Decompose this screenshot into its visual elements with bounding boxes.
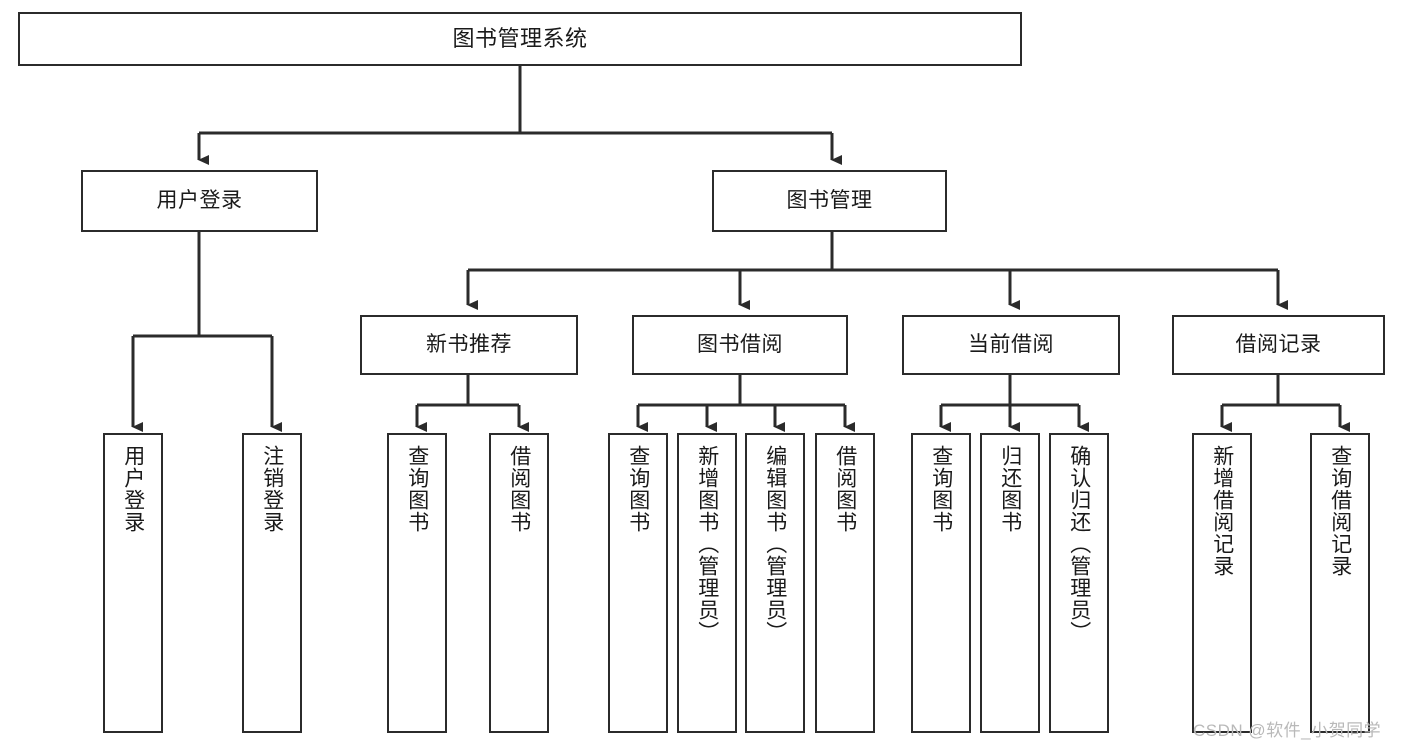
node-label: 查询图书 xyxy=(405,445,429,533)
node-label: 图书管理 xyxy=(786,188,873,212)
node-label: 查询图书 xyxy=(929,445,953,533)
node-label: 借阅图书 xyxy=(507,445,531,533)
node-borrow-record[interactable]: 借阅记录 xyxy=(1172,315,1385,375)
node-root-system[interactable]: 图书管理系统 xyxy=(18,12,1022,66)
leaf-current-borrow-query[interactable]: 查询图书 xyxy=(911,433,971,733)
node-label: 当前借阅 xyxy=(968,332,1054,356)
leaf-current-borrow-confirm-return[interactable]: 确认归还（管理员） xyxy=(1049,433,1109,733)
leaf-borrow-record-add[interactable]: 新增借阅记录 xyxy=(1192,433,1252,733)
node-label: 编辑图书（管理员） xyxy=(763,445,787,643)
node-label: 借阅记录 xyxy=(1235,332,1322,356)
leaf-current-borrow-return[interactable]: 归还图书 xyxy=(980,433,1040,733)
leaf-book-borrow-borrow[interactable]: 借阅图书 xyxy=(815,433,875,733)
node-label: 归还图书 xyxy=(998,445,1022,533)
node-label: 新增借阅记录 xyxy=(1210,445,1234,577)
node-label: 用户登录 xyxy=(156,188,243,212)
node-current-borrow[interactable]: 当前借阅 xyxy=(902,315,1120,375)
node-label: 查询借阅记录 xyxy=(1328,445,1352,577)
node-user-login[interactable]: 用户登录 xyxy=(81,170,318,232)
leaf-book-borrow-add[interactable]: 新增图书（管理员） xyxy=(677,433,737,733)
leaf-user-login-logout[interactable]: 注销登录 xyxy=(242,433,302,733)
node-label: 图书借阅 xyxy=(697,332,783,356)
node-book-borrow[interactable]: 图书借阅 xyxy=(632,315,848,375)
node-book-manage[interactable]: 图书管理 xyxy=(712,170,947,232)
node-label: 图书管理系统 xyxy=(452,26,588,52)
leaf-user-login-login[interactable]: 用户登录 xyxy=(103,433,163,733)
node-label: 借阅图书 xyxy=(833,445,857,533)
leaf-new-book-query[interactable]: 查询图书 xyxy=(387,433,447,733)
node-new-book-recommend[interactable]: 新书推荐 xyxy=(360,315,578,375)
node-label: 新书推荐 xyxy=(426,332,512,356)
leaf-borrow-record-query[interactable]: 查询借阅记录 xyxy=(1310,433,1370,733)
node-label: 用户登录 xyxy=(121,445,145,533)
csdn-watermark: CSDN @软件_小贺同学 xyxy=(1193,721,1382,740)
leaf-new-book-borrow[interactable]: 借阅图书 xyxy=(489,433,549,733)
node-label: 确认归还（管理员） xyxy=(1067,445,1091,643)
node-label: 注销登录 xyxy=(260,445,284,533)
leaf-book-borrow-query[interactable]: 查询图书 xyxy=(608,433,668,733)
node-label: 查询图书 xyxy=(626,445,650,533)
leaf-book-borrow-edit[interactable]: 编辑图书（管理员） xyxy=(745,433,805,733)
node-label: 新增图书（管理员） xyxy=(695,445,719,643)
